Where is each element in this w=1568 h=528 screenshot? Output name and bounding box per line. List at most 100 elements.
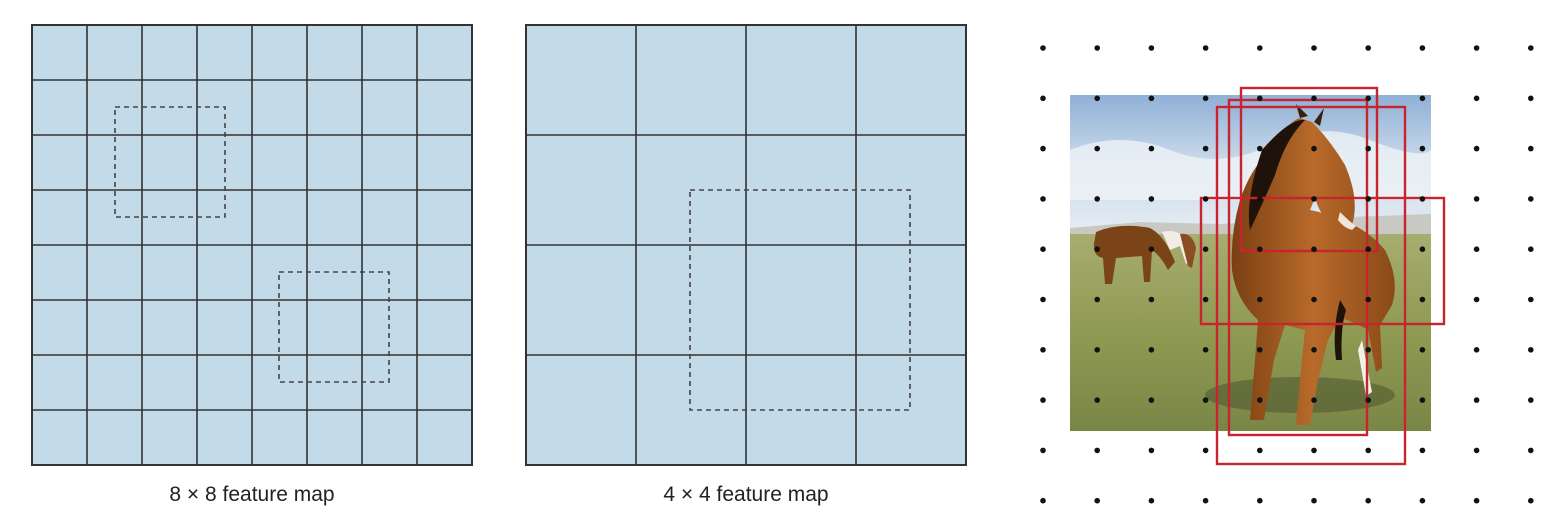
anchor-center-dot xyxy=(1148,347,1155,353)
anchor-center-dot xyxy=(1473,497,1480,504)
dashed-anchor-box-small-1 xyxy=(114,106,226,218)
anchor-center-dot xyxy=(1094,447,1100,454)
anchor-center-dot xyxy=(1365,246,1371,252)
anchor-box-1 xyxy=(1239,86,1379,253)
anchor-center-dot xyxy=(1528,447,1534,454)
dashed-anchor-box-large xyxy=(689,189,911,411)
anchor-center-dot xyxy=(1311,145,1317,152)
anchor-center-dot xyxy=(1094,45,1100,51)
anchor-center-dot xyxy=(1528,296,1534,303)
anchor-center-dot xyxy=(1257,347,1263,353)
horse-photo xyxy=(1070,95,1431,431)
anchor-center-dot xyxy=(1311,95,1317,102)
anchor-center-dot xyxy=(1094,95,1100,102)
anchor-center-dot xyxy=(1094,397,1100,403)
anchor-center-dot xyxy=(1473,196,1480,202)
anchor-center-dot xyxy=(1148,497,1155,504)
feature-map-4x4-grid xyxy=(526,25,966,465)
anchor-center-dot xyxy=(1094,347,1100,353)
anchor-center-dot xyxy=(1311,347,1317,353)
anchor-center-dot xyxy=(1257,196,1263,202)
anchor-center-dot xyxy=(1365,196,1371,202)
anchor-center-dot xyxy=(1365,95,1371,102)
anchor-center-dot xyxy=(1094,497,1100,504)
anchor-center-dot xyxy=(1040,296,1046,303)
anchor-center-dot xyxy=(1148,145,1155,152)
anchor-center-dot xyxy=(1419,95,1426,102)
anchor-center-dot xyxy=(1148,196,1155,202)
anchor-center-dot xyxy=(1419,497,1426,504)
anchor-center-dot xyxy=(1528,347,1534,353)
anchor-center-dot xyxy=(1257,95,1263,102)
anchor-center-dot xyxy=(1473,45,1480,51)
anchor-center-dot xyxy=(1040,347,1046,353)
anchor-center-dot xyxy=(1365,145,1371,152)
anchor-center-dot xyxy=(1419,45,1426,51)
anchor-center-dot xyxy=(1148,447,1155,454)
anchor-center-dot xyxy=(1365,497,1371,504)
anchor-center-dot xyxy=(1257,447,1263,454)
anchor-center-dot xyxy=(1311,497,1317,504)
caption-8x8-feature-map: 8 × 8 feature map xyxy=(169,483,335,506)
anchor-center-dot xyxy=(1528,45,1534,51)
anchor-center-dot xyxy=(1419,246,1426,252)
anchor-center-dot xyxy=(1473,347,1480,353)
anchor-center-dot xyxy=(1148,95,1155,102)
anchor-center-dot xyxy=(1311,397,1317,403)
anchor-center-dot xyxy=(1473,397,1480,403)
feature-map-4x4 xyxy=(525,24,967,466)
anchor-center-dot xyxy=(1528,145,1534,152)
anchor-center-dot xyxy=(1257,397,1263,403)
anchor-center-dot xyxy=(1365,45,1371,51)
anchor-box-4 xyxy=(1199,196,1446,326)
anchor-center-dot xyxy=(1202,196,1209,202)
anchor-center-dot xyxy=(1473,95,1480,102)
anchor-center-dot xyxy=(1202,397,1209,403)
anchor-box-2 xyxy=(1227,98,1369,437)
anchor-center-dot xyxy=(1257,145,1263,152)
anchor-center-dot xyxy=(1311,196,1317,202)
feature-map-8x8 xyxy=(31,24,473,466)
anchor-center-dot xyxy=(1528,196,1534,202)
feature-map-8x8-grid xyxy=(32,25,472,465)
anchor-center-dot xyxy=(1148,296,1155,303)
anchor-center-dot xyxy=(1365,347,1371,353)
anchor-center-dot xyxy=(1419,447,1426,454)
anchor-center-dot xyxy=(1528,497,1534,504)
main-horse xyxy=(1231,104,1395,425)
anchor-center-dot xyxy=(1202,246,1209,252)
anchor-center-dot xyxy=(1040,95,1046,102)
anchor-center-dot xyxy=(1094,296,1100,303)
anchor-center-dot xyxy=(1419,196,1426,202)
anchor-center-dot xyxy=(1202,447,1209,454)
anchor-center-dot xyxy=(1202,95,1209,102)
anchor-center-dot xyxy=(1257,296,1263,303)
anchor-center-dot xyxy=(1311,45,1317,51)
anchor-center-dot xyxy=(1311,246,1317,252)
anchor-center-dot xyxy=(1040,45,1046,51)
anchor-center-dot xyxy=(1311,447,1317,454)
anchor-center-dot xyxy=(1202,296,1209,303)
anchor-center-dot xyxy=(1419,296,1426,303)
anchor-center-dot xyxy=(1148,397,1155,403)
anchor-center-dot xyxy=(1202,145,1209,152)
anchor-center-dot xyxy=(1202,347,1209,353)
anchor-center-dot xyxy=(1311,296,1317,303)
anchor-center-dot xyxy=(1202,45,1209,51)
anchor-center-dot xyxy=(1528,246,1534,252)
anchor-box-3 xyxy=(1215,105,1407,466)
anchor-center-dot xyxy=(1040,397,1046,403)
anchor-center-dot xyxy=(1419,397,1426,403)
anchor-center-dot xyxy=(1202,497,1209,504)
background-horse xyxy=(1093,225,1196,284)
anchor-center-dot xyxy=(1148,246,1155,252)
anchor-center-dot xyxy=(1257,497,1263,504)
anchor-center-dot xyxy=(1473,145,1480,152)
anchor-center-dot xyxy=(1040,447,1046,454)
anchor-center-dot xyxy=(1528,397,1534,403)
anchor-center-dot xyxy=(1040,497,1046,504)
anchor-center-dot-grid xyxy=(1040,45,1534,504)
anchor-center-dot xyxy=(1094,246,1100,252)
anchor-center-dot xyxy=(1419,145,1426,152)
